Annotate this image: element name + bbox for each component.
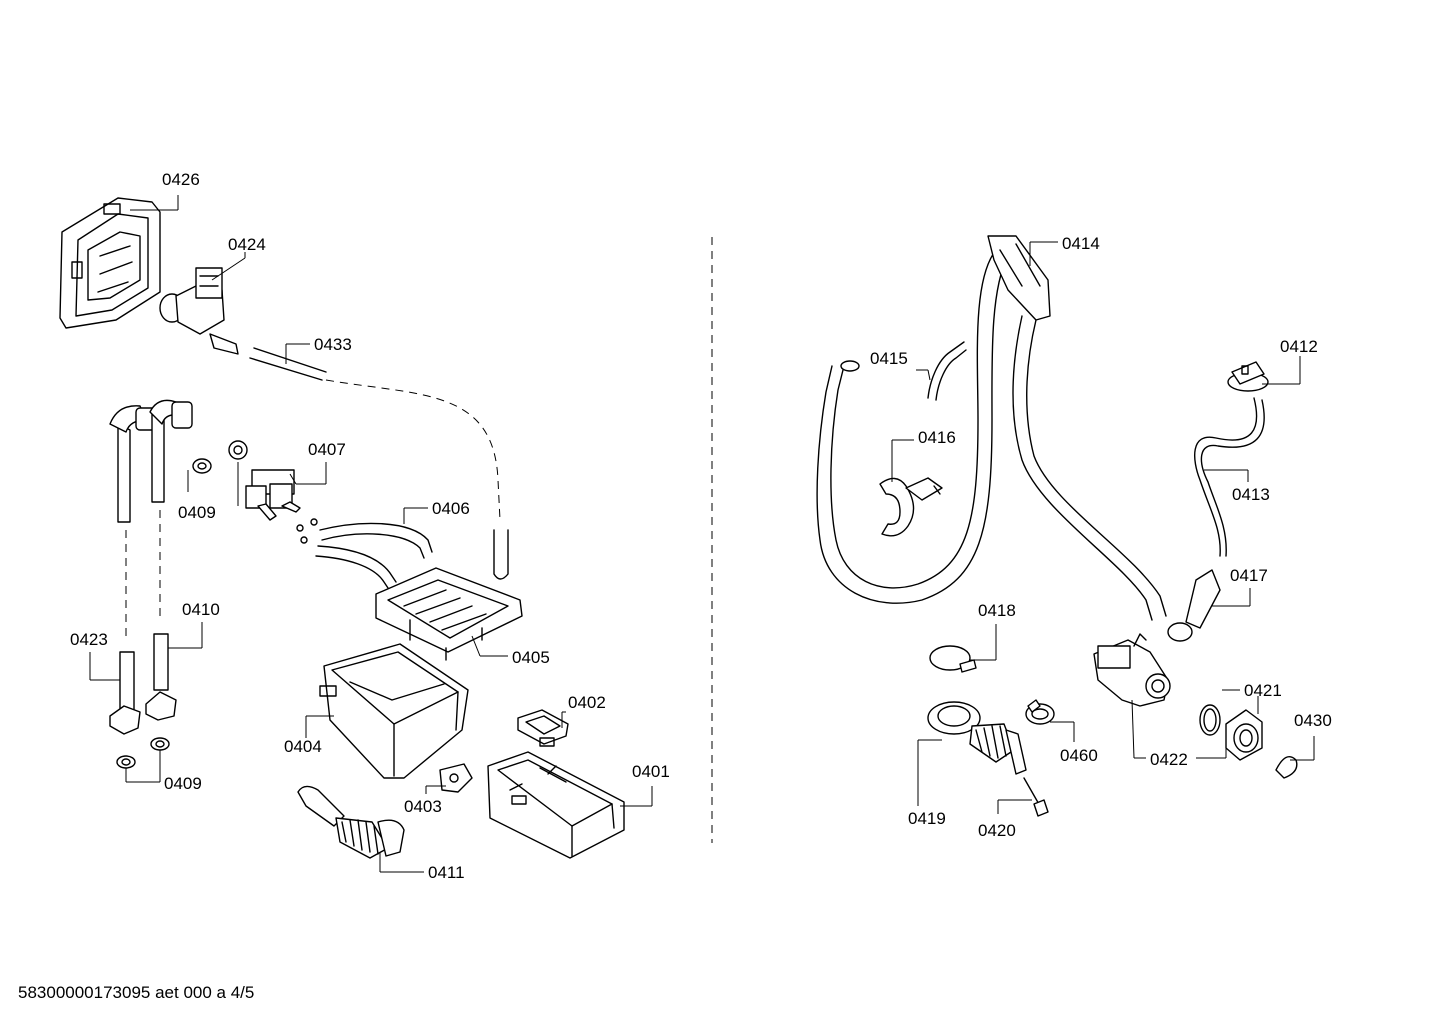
callout-0411: 0411 (428, 863, 465, 882)
callout-0403: 0403 (404, 797, 442, 816)
part-0414-drain-hose[interactable] (816, 235, 1167, 621)
part-0409-washers-lower[interactable] (116, 737, 170, 769)
callout-0419: 0419 (908, 809, 946, 828)
part-0410-hose-connector[interactable] (145, 633, 177, 721)
part-0405-dispenser-frame[interactable] (375, 567, 523, 661)
part-0406-hoses[interactable] (315, 522, 433, 589)
part-0422-drain-pump[interactable] (1093, 633, 1171, 707)
callout-0409-upper: 0409 (178, 503, 216, 522)
callout-0407: 0407 (308, 440, 346, 459)
part-0411-bellows-hose[interactable] (297, 785, 405, 859)
part-0410-elbow-pipe-right[interactable] (149, 399, 193, 503)
part-pump-filter[interactable] (1225, 709, 1263, 761)
part-0423-elbow-pipe-left[interactable] (109, 405, 159, 523)
callout-0412: 0412 (1280, 337, 1318, 356)
part-0421-sealing-ring[interactable] (1199, 704, 1221, 736)
part-0407-double-valve[interactable] (245, 469, 318, 544)
callout-0423: 0423 (70, 630, 108, 649)
callout-0409-lower: 0409 (164, 774, 202, 793)
part-0402-insert[interactable] (517, 709, 569, 747)
callout-0402: 0402 (568, 693, 606, 712)
part-0426-mounting-plate[interactable] (59, 197, 161, 329)
callout-0417: 0417 (1230, 566, 1268, 585)
callout-0430: 0430 (1294, 711, 1332, 730)
callout-0404: 0404 (284, 737, 322, 756)
part-0423-hose-connector[interactable] (109, 651, 141, 735)
part-0460-clamp[interactable] (1025, 699, 1055, 725)
callout-0405: 0405 (512, 648, 550, 667)
callout-0416: 0416 (918, 428, 956, 447)
callout-0414: 0414 (1062, 234, 1100, 253)
part-0420-screw[interactable] (1023, 777, 1049, 817)
part-0401-detergent-drawer[interactable] (487, 751, 625, 859)
part-0409-washers-upper[interactable] (192, 440, 248, 474)
callout-0410: 0410 (182, 600, 220, 619)
part-0419-sump-hose[interactable] (927, 701, 1027, 775)
part-0403-latch[interactable] (439, 763, 473, 793)
part-0418-hose-clamp[interactable] (929, 645, 977, 673)
callout-0406: 0406 (432, 499, 470, 518)
callout-0421: 0421 (1244, 681, 1282, 700)
part-0415-small-hose[interactable] (927, 341, 967, 401)
part-0404-dispenser-housing[interactable] (319, 643, 469, 779)
part-0417-air-trap[interactable] (1167, 569, 1221, 642)
callout-0401: 0401 (632, 762, 670, 781)
callout-0422: 0422 (1150, 750, 1188, 769)
callout-0418: 0418 (978, 601, 1016, 620)
part-0412-pressure-switch[interactable] (1227, 361, 1269, 392)
callout-0424: 0424 (228, 235, 266, 254)
part-0413-pressure-tube[interactable] (1194, 397, 1265, 557)
diagram-footer-id: 58300000173095 aet 000 a 4/5 (18, 983, 255, 1002)
part-0416-hose-guide[interactable] (879, 477, 943, 537)
callout-0426: 0426 (162, 170, 200, 189)
part-0424-inlet-valve[interactable] (159, 267, 239, 355)
callout-0460: 0460 (1060, 746, 1098, 765)
callout-0413: 0413 (1232, 485, 1270, 504)
callout-0415: 0415 (870, 349, 908, 368)
callout-0420: 0420 (978, 821, 1016, 840)
callout-0433: 0433 (314, 335, 352, 354)
